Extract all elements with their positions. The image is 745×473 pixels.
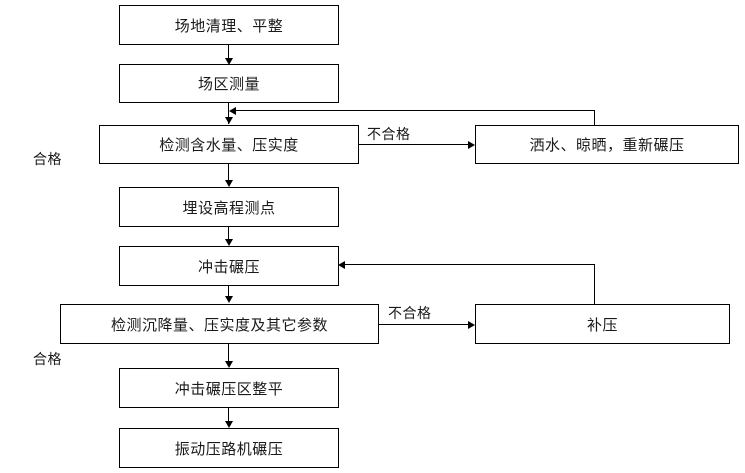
arrowhead-n6-n7 (225, 296, 233, 303)
node-vibratory-roller-compaction[interactable]: 振动压路机碾压 (119, 428, 339, 468)
node-impact-rolling[interactable]: 冲击碾压 (119, 246, 339, 286)
node-label: 场区测量 (197, 75, 260, 93)
arrowhead-n2-n3 (225, 117, 233, 124)
node-level-rolling-zone[interactable]: 冲击碾压区整平 (119, 368, 339, 408)
arrowhead-n7-n8 (468, 321, 475, 329)
edge-label-pass-upper: 合格 (33, 152, 62, 168)
connector-n2-n3 (228, 102, 229, 124)
arrowhead-n7-n9 (225, 361, 233, 368)
node-water-dry-recompact[interactable]: 洒水、晾晒，重新碾压 (475, 125, 739, 164)
node-label: 补压 (586, 315, 618, 334)
connector-n1-n2 (228, 44, 229, 60)
connector-n5-n6 (228, 226, 229, 240)
node-site-clearing[interactable]: 场地清理、平整 (119, 5, 339, 45)
node-label: 冲击碾压 (197, 257, 260, 276)
node-install-elevation-points[interactable]: 埋设高程测点 (119, 187, 339, 227)
return-run-n4 (232, 110, 595, 111)
edge-label-pass-lower: 合格 (33, 352, 62, 368)
connector-n3-n4 (358, 144, 471, 145)
node-label: 埋设高程测点 (182, 198, 276, 217)
connector-n6-n7 (228, 285, 229, 297)
arrowhead-n5-n6 (225, 239, 233, 246)
return-riser-n4 (594, 110, 595, 125)
node-label: 洒水、晾晒，重新碾压 (529, 136, 685, 154)
arrowhead-n1-n2 (225, 58, 233, 65)
connector-n7-n8 (378, 324, 471, 325)
arrowhead-n9-n10 (225, 421, 233, 428)
node-label: 场地清理、平整 (174, 16, 284, 35)
arrowhead-n3-n4 (468, 141, 475, 149)
node-label: 振动压路机碾压 (174, 439, 284, 458)
arrowhead-return-n4 (229, 107, 236, 115)
connector-n3-n5 (228, 163, 229, 181)
edge-label-fail-upper: 不合格 (367, 127, 411, 143)
edge-label-fail-lower: 不合格 (388, 306, 432, 322)
node-check-settlement-params[interactable]: 检测沉降量、压实度及其它参数 (60, 304, 379, 344)
return-run-n8 (342, 264, 595, 265)
node-label: 冲击碾压区整平 (174, 379, 284, 398)
arrowhead-return-n8 (338, 261, 345, 269)
node-site-survey[interactable]: 场区测量 (119, 64, 339, 103)
connector-n7-n9 (228, 343, 229, 363)
node-label: 检测沉降量、压实度及其它参数 (110, 315, 328, 334)
node-supplementary-compaction[interactable]: 补压 (475, 304, 730, 344)
return-riser-n8 (594, 264, 595, 305)
connector-n9-n10 (228, 407, 229, 422)
node-label: 检测含水量、压实度 (159, 136, 299, 154)
node-check-moisture-compaction[interactable]: 检测含水量、压实度 (99, 125, 359, 164)
arrowhead-n3-n5 (225, 180, 233, 187)
